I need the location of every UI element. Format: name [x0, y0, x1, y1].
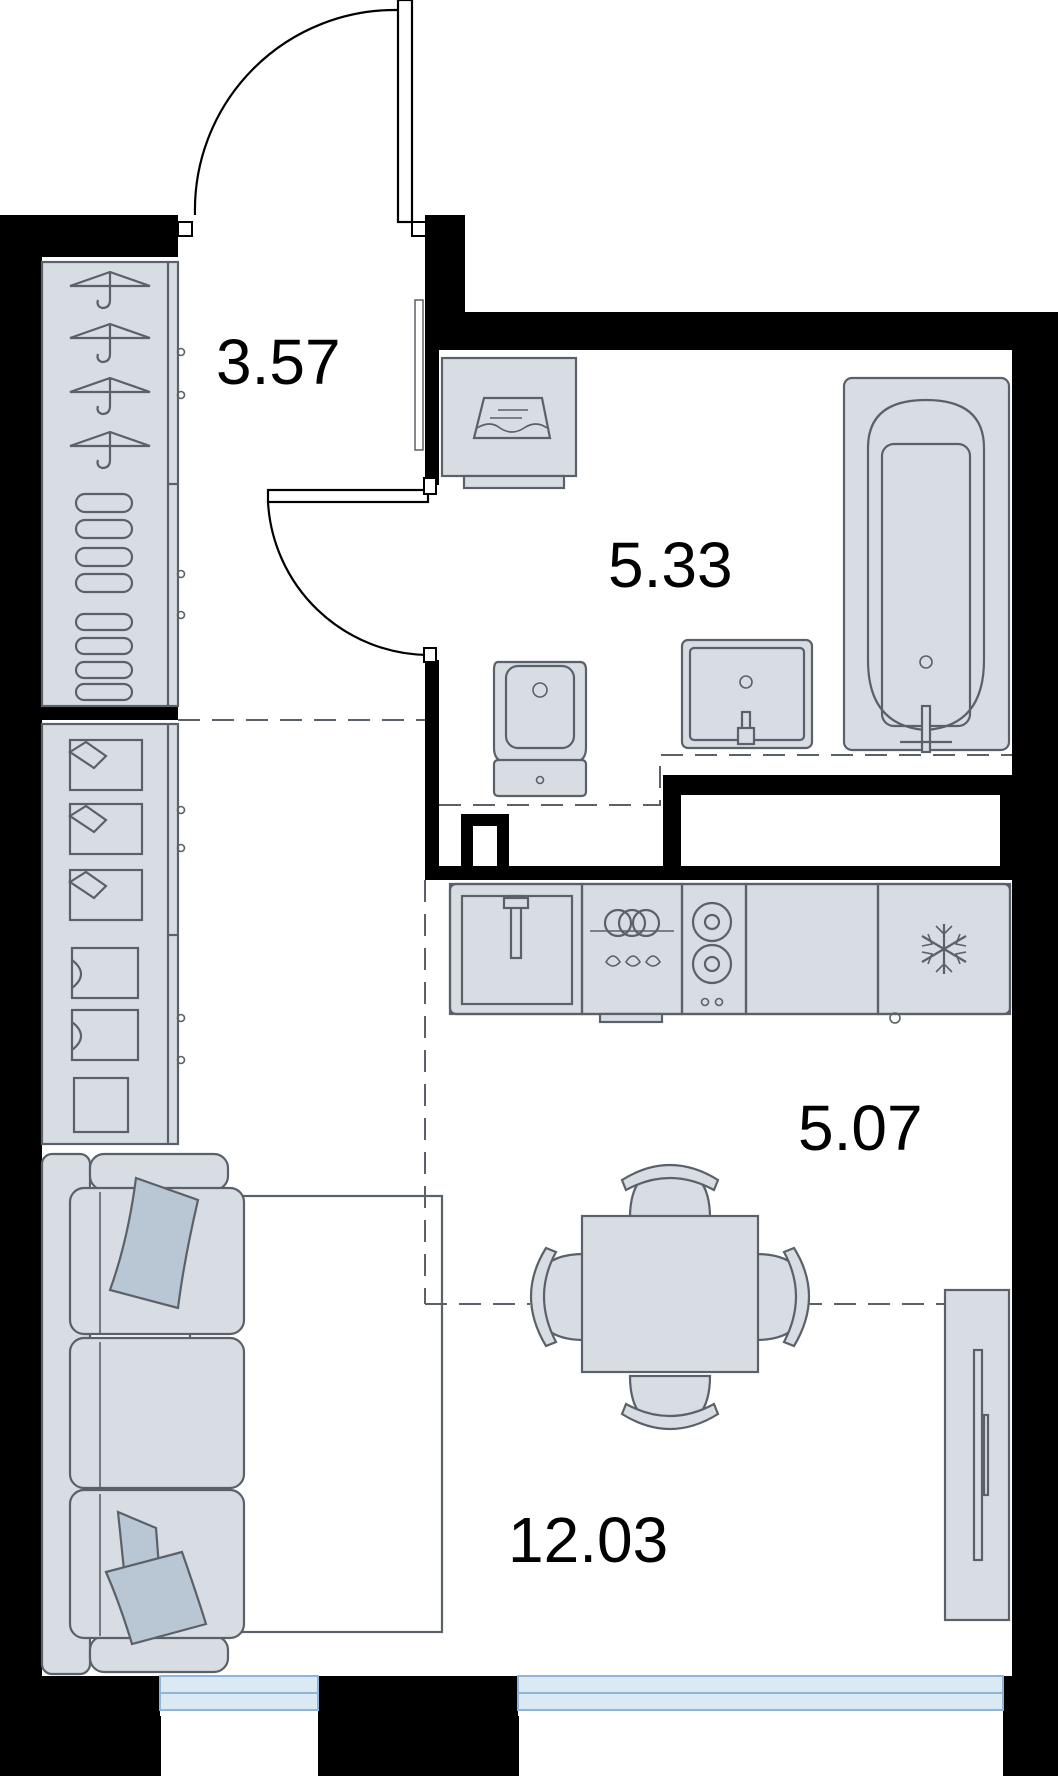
wardrobe-upper	[40, 260, 186, 708]
wall-hall-bath-upper	[425, 215, 439, 485]
wall-duct-right	[1000, 775, 1015, 875]
wall-bottom-mid	[318, 1676, 518, 1776]
wall-top-left	[0, 215, 178, 257]
dining-set	[530, 1164, 810, 1430]
wall-bath-kitchen	[425, 866, 1015, 880]
sink-icon	[460, 894, 574, 1006]
wall-duct-vertical	[663, 775, 681, 875]
folded-shirt-icon	[67, 738, 144, 1134]
chair-icon	[530, 1246, 586, 1348]
wall-right	[1012, 312, 1058, 1776]
dishwasher-icon	[590, 908, 674, 967]
chair-icon	[620, 1374, 720, 1430]
bathtub-icon	[842, 376, 1011, 754]
washing-machine-icon	[440, 356, 578, 490]
wall-duct-horizontal	[663, 775, 1015, 795]
dining-table	[580, 1214, 760, 1374]
toilet-icon	[492, 660, 588, 798]
area-bathroom: 5.33	[608, 529, 733, 601]
sink-icon	[680, 638, 814, 750]
chair-icon	[620, 1164, 720, 1220]
stove-icon	[691, 901, 733, 1007]
wall-bottom-left	[0, 1676, 160, 1776]
hanger-icon	[69, 430, 151, 470]
walls	[0, 215, 1058, 1776]
pillow-icon	[108, 1176, 200, 1310]
chair-icon	[754, 1246, 810, 1348]
windows	[159, 1675, 1004, 1776]
kitchen-counter	[448, 882, 1012, 1024]
wall-left-divider	[42, 706, 178, 720]
wardrobe-lower	[40, 722, 186, 1146]
wall-bottom-right	[1003, 1676, 1058, 1776]
bathroom-door	[266, 299, 437, 663]
area-hall: 3.57	[216, 326, 341, 398]
shoe-icon	[74, 492, 134, 702]
hanger-icon	[69, 270, 151, 310]
snowflake-icon	[921, 924, 967, 974]
wall-left	[0, 215, 42, 1776]
hanger-icon	[69, 376, 151, 416]
tv-icon	[943, 1288, 1011, 1622]
wall-top-right	[425, 312, 1058, 350]
vent-shaft	[461, 814, 509, 870]
sofa	[40, 1152, 444, 1676]
entrance-door	[177, 0, 427, 237]
pillow-icon	[104, 1550, 208, 1646]
area-living: 12.03	[508, 1504, 668, 1576]
wall-hall-bath-lower	[425, 660, 439, 880]
area-kitchen: 5.07	[798, 1092, 923, 1164]
hanger-icon	[69, 322, 151, 364]
